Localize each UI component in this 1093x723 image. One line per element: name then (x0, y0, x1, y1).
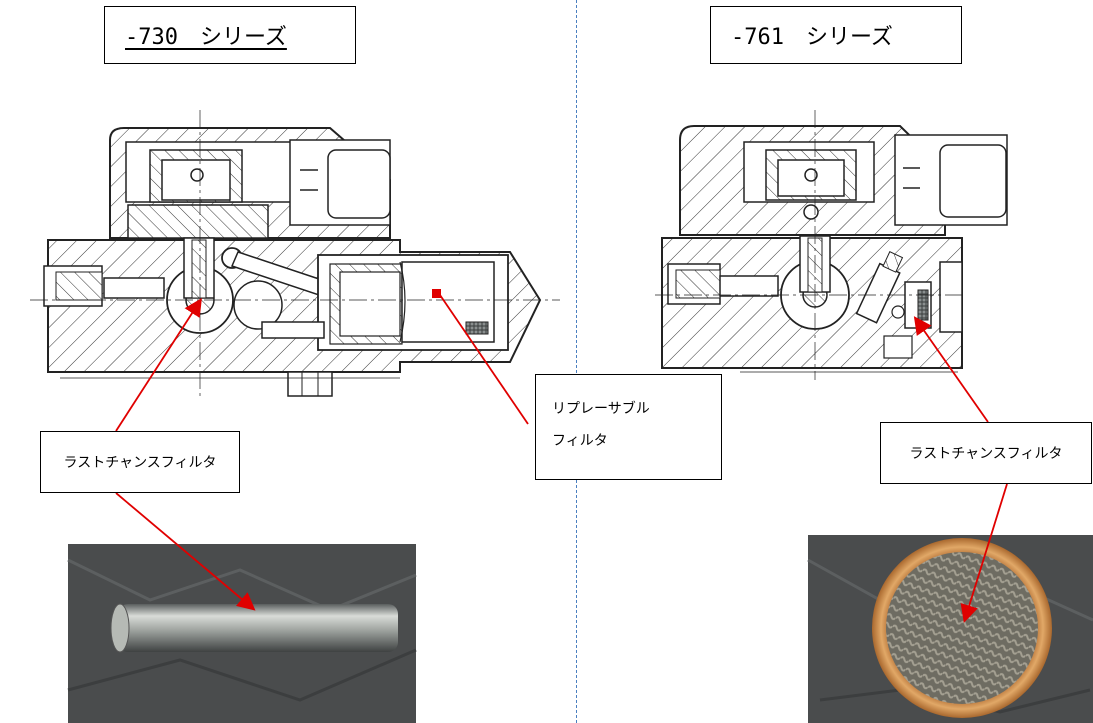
callout-replaceable-filter: リプレーサブル フィルタ (535, 374, 722, 480)
callout-last-chance-filter-730: ラストチャンスフィルタ (40, 431, 240, 493)
arrow-right-filter-photo (960, 483, 1008, 623)
callout-label: ラストチャンスフィルタ (63, 455, 217, 471)
callout-last-chance-filter-761: ラストチャンスフィルタ (880, 422, 1092, 484)
callout-label-line2: フィルタ (552, 433, 608, 449)
arrow-replaceable-filter (439, 294, 529, 425)
arrow-right-filter-drawing (913, 316, 989, 423)
photo-cylindrical-filter (67, 544, 417, 723)
arrow-left-filter-photo (115, 492, 256, 611)
section-divider (576, 0, 577, 723)
arrow-replaceable-head (432, 289, 441, 298)
series-730-title: -730 シリーズ (104, 6, 356, 64)
callout-label: ラストチャンスフィルタ (909, 446, 1063, 462)
callout-label-line1: リプレーサブル (552, 401, 650, 417)
arrow-left-filter-drawing (115, 297, 202, 432)
photo-disc-filter (807, 535, 1093, 723)
series-761-title: -761 シリーズ (710, 6, 962, 64)
